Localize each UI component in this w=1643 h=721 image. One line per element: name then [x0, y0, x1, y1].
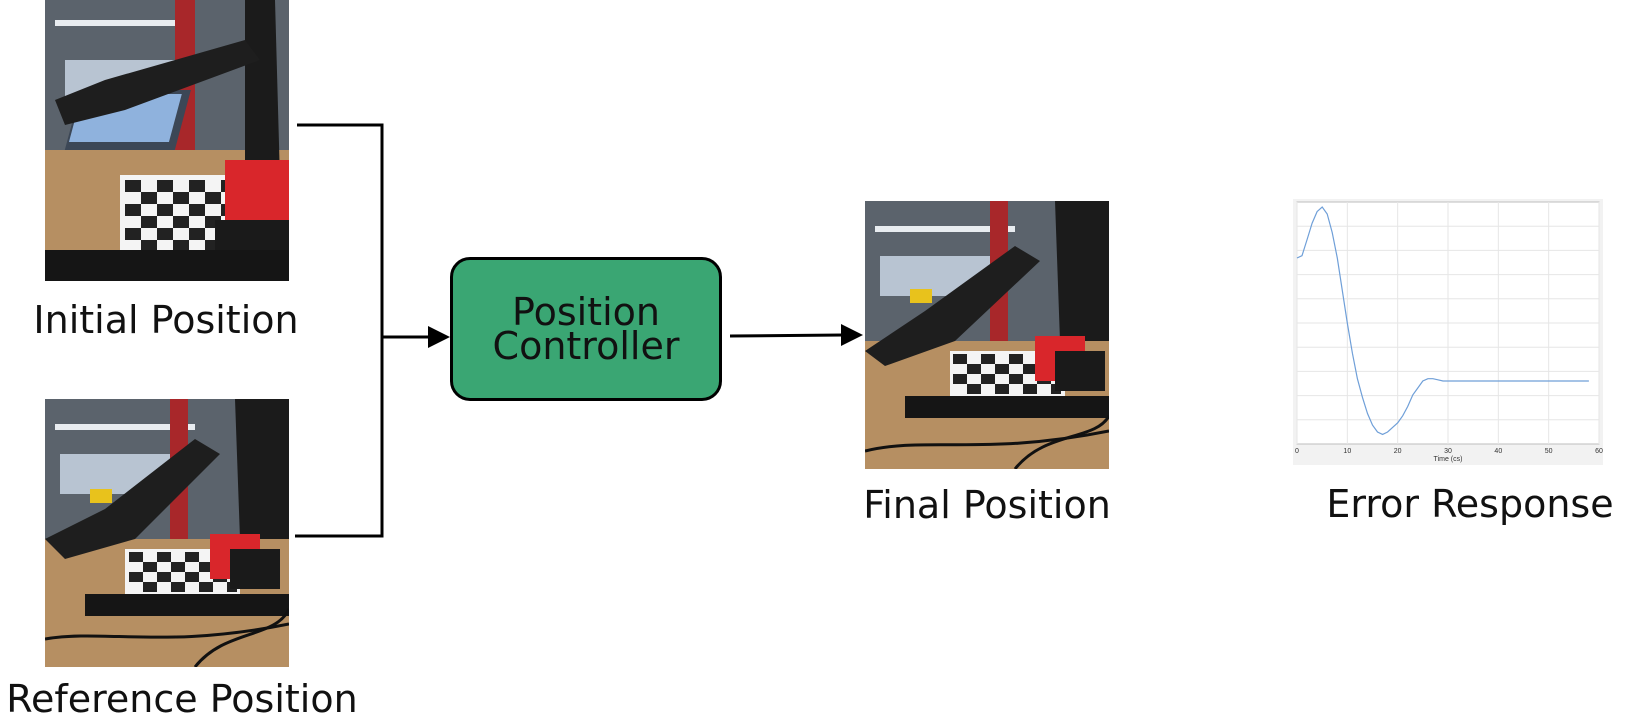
chart-series-line — [1296, 206, 1589, 436]
arrow-right-icon — [428, 326, 450, 348]
controller-label-line2: Controller — [492, 324, 680, 368]
error-response-chart: 0 10 20 30 40 50 60 Time (cs) — [1293, 199, 1603, 465]
chart-x-tick-label: 60 — [1595, 448, 1603, 455]
robot-arm-photo-icon — [45, 399, 289, 667]
initial-to-junction-line — [295, 123, 384, 538]
controller-label-line1: Position — [512, 290, 660, 334]
arrow-right-icon — [841, 324, 863, 346]
chart-x-tick-label: 10 — [1343, 448, 1351, 455]
chart-x-tick-label: 50 — [1545, 448, 1553, 455]
chart-x-ticks: 0 10 20 30 40 50 60 — [1295, 448, 1603, 455]
chart-grid — [1296, 202, 1600, 444]
chart-x-axis-label: Time (cs) — [1434, 456, 1463, 463]
chart-x-tick-label: 0 — [1295, 448, 1299, 455]
chart-x-tick-label: 30 — [1444, 448, 1452, 455]
controller-to-final-line — [729, 333, 844, 338]
final-position-label: Final Position — [863, 483, 1111, 527]
position-controller-block: Position Controller — [450, 257, 722, 401]
initial-position-photo — [45, 0, 289, 281]
error-response-label: Error Response — [1326, 482, 1614, 526]
initial-position-label: Initial Position — [33, 298, 299, 342]
reference-position-photo — [45, 399, 289, 667]
robot-arm-photo-icon — [45, 0, 289, 281]
chart-x-tick-label: 40 — [1494, 448, 1502, 455]
robot-arm-photo-icon — [865, 201, 1109, 469]
chart-x-tick-label: 20 — [1394, 448, 1402, 455]
final-position-photo — [865, 201, 1109, 469]
